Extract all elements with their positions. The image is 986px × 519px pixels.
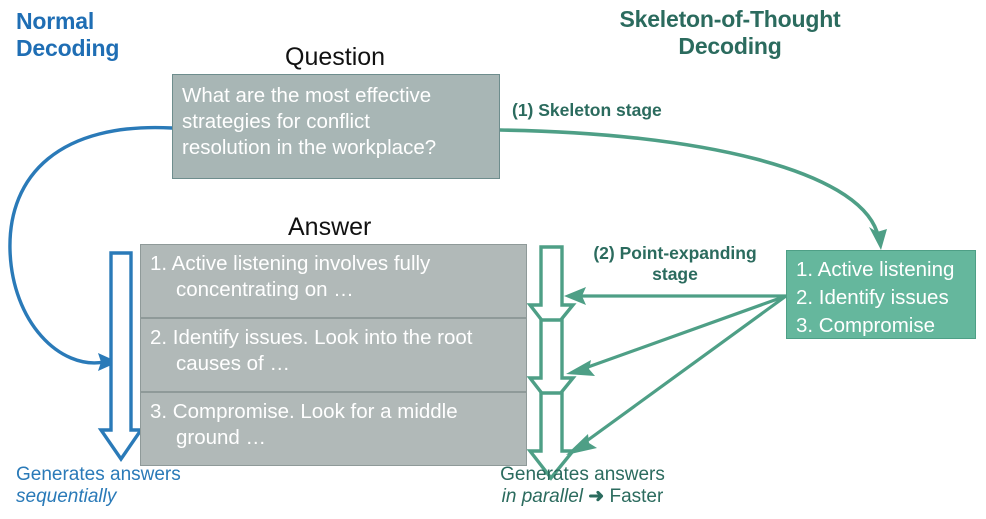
green-fanout-arrowhead-3 [566, 434, 597, 455]
green-skeleton-arrowhead [869, 227, 887, 250]
title-normal-decoding: Normal Decoding [16, 8, 119, 62]
question-text-line2: strategies for conflict [182, 109, 370, 133]
answer-3-line1: 3. Compromise. Look for a middle [150, 400, 458, 423]
caption-parallel-tail: Faster [609, 486, 664, 508]
question-box: What are the most effective strategies f… [172, 74, 500, 179]
green-fanout-arrowhead-2 [566, 360, 595, 376]
title-sot-line1: Skeleton-of-Thought [619, 6, 841, 32]
skeleton-item-3: 3. Compromise [796, 313, 935, 337]
answer-2-line1: 2. Identify issues. Look into the root [150, 326, 473, 349]
question-label: Question [285, 43, 386, 71]
caption-sequential-line2: sequentially [16, 486, 181, 508]
answer-label: Answer [288, 213, 372, 241]
question-text-line1: What are the most effective [182, 84, 432, 107]
caption-sequential-emphasis: sequentially [16, 486, 117, 508]
answer-box-3: 3. Compromise. Look for a middle ground … [140, 392, 527, 466]
right-arrow-icon: ➜ [588, 486, 605, 508]
skeleton-item-1: 1. Active listening [796, 258, 955, 281]
answer-2-line2: causes of … [176, 351, 290, 375]
caption-parallel: Generates answers in parallel ➜ Faster [455, 464, 710, 508]
title-sot-line2: Decoding [678, 33, 782, 60]
caption-sequential-line1: Generates answers [16, 464, 181, 485]
green-fanout-arrow-2 [587, 294, 787, 369]
green-block-arrow-2[interactable] [526, 318, 577, 408]
question-text-line3: resolution in the workplace? [182, 135, 437, 159]
stage-1-label: (1) Skeleton stage [512, 100, 662, 120]
green-fanout-arrowhead-1 [564, 287, 586, 305]
stage-2-label-line2: stage [652, 264, 698, 285]
answer-box-1: 1. Active listening involves fully conce… [140, 244, 527, 318]
green-fanout-arrow-3 [587, 294, 787, 442]
skeleton-box: 1. Active listening 2. Identify issues 3… [786, 250, 976, 339]
answer-3-line2: ground … [176, 425, 267, 449]
answer-1-line2: concentrating on … [176, 277, 354, 301]
caption-sequential: Generates answers sequentially [16, 464, 181, 508]
caption-parallel-line2: in parallel ➜ Faster [455, 486, 710, 508]
blue-block-arrow-sequential[interactable] [97, 251, 145, 462]
title-skeleton-of-thought-decoding: Skeleton-of-Thought Decoding [570, 6, 890, 60]
skeleton-item-2: 2. Identify issues [796, 285, 949, 309]
title-normal-decoding-line2: Decoding [16, 35, 120, 62]
caption-parallel-line1: Generates answers [500, 464, 665, 485]
blue-feedback-arrowhead [98, 353, 118, 371]
answer-box-2: 2. Identify issues. Look into the root c… [140, 318, 527, 392]
stage-2-label: (2) Point-expanding stage [575, 243, 775, 286]
green-fanout-arrows [564, 287, 787, 455]
stage-2-label-line1: (2) Point-expanding [593, 243, 757, 263]
green-block-arrow-1[interactable] [526, 245, 577, 335]
answer-1-line1: 1. Active listening involves fully [150, 252, 431, 275]
caption-parallel-emphasis: in parallel [501, 486, 583, 508]
green-skeleton-curve-arrow [498, 128, 879, 234]
title-normal-decoding-line1: Normal [16, 8, 95, 34]
